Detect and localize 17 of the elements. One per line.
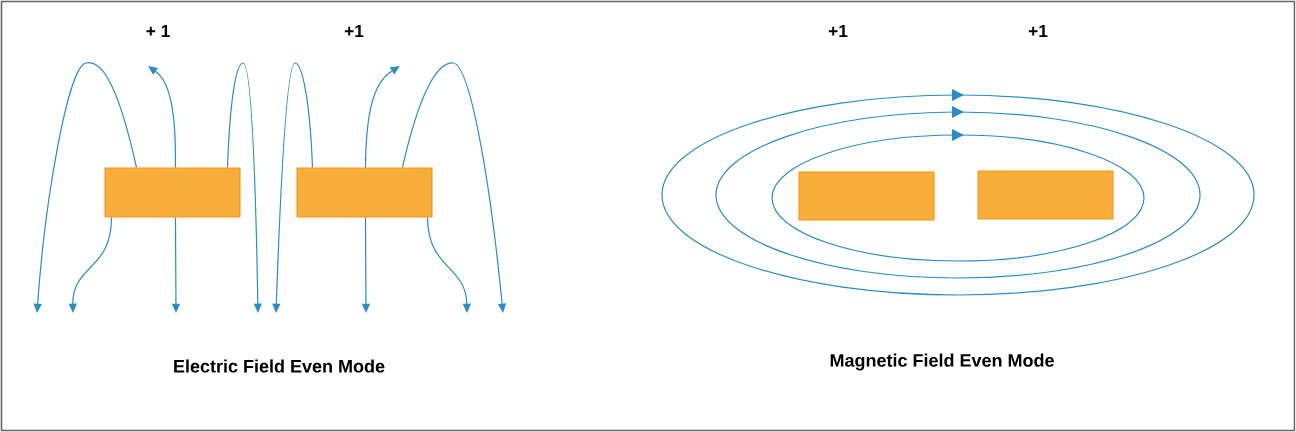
field-line-arrow (426, 216, 471, 313)
field-line-arrow (33, 61, 138, 313)
conductor-box (798, 171, 935, 221)
charge-label: +1 (828, 25, 848, 37)
field-line-arrow (226, 62, 262, 313)
caption: Electric Field Even Mode (174, 359, 385, 373)
conductor-box (296, 167, 433, 218)
field-line-arrow (364, 66, 400, 169)
conductor-box (977, 170, 1114, 220)
charge-label: +1 (344, 25, 364, 37)
field-line-arrow (401, 62, 507, 313)
field-line-arrow (148, 66, 177, 169)
conductor-box (104, 167, 241, 218)
field-line-arrow (272, 62, 314, 313)
charge-label: + 1 (146, 25, 170, 37)
charge-label: +1 (1028, 25, 1048, 37)
caption: Magnetic Field Even Mode (830, 353, 1054, 371)
